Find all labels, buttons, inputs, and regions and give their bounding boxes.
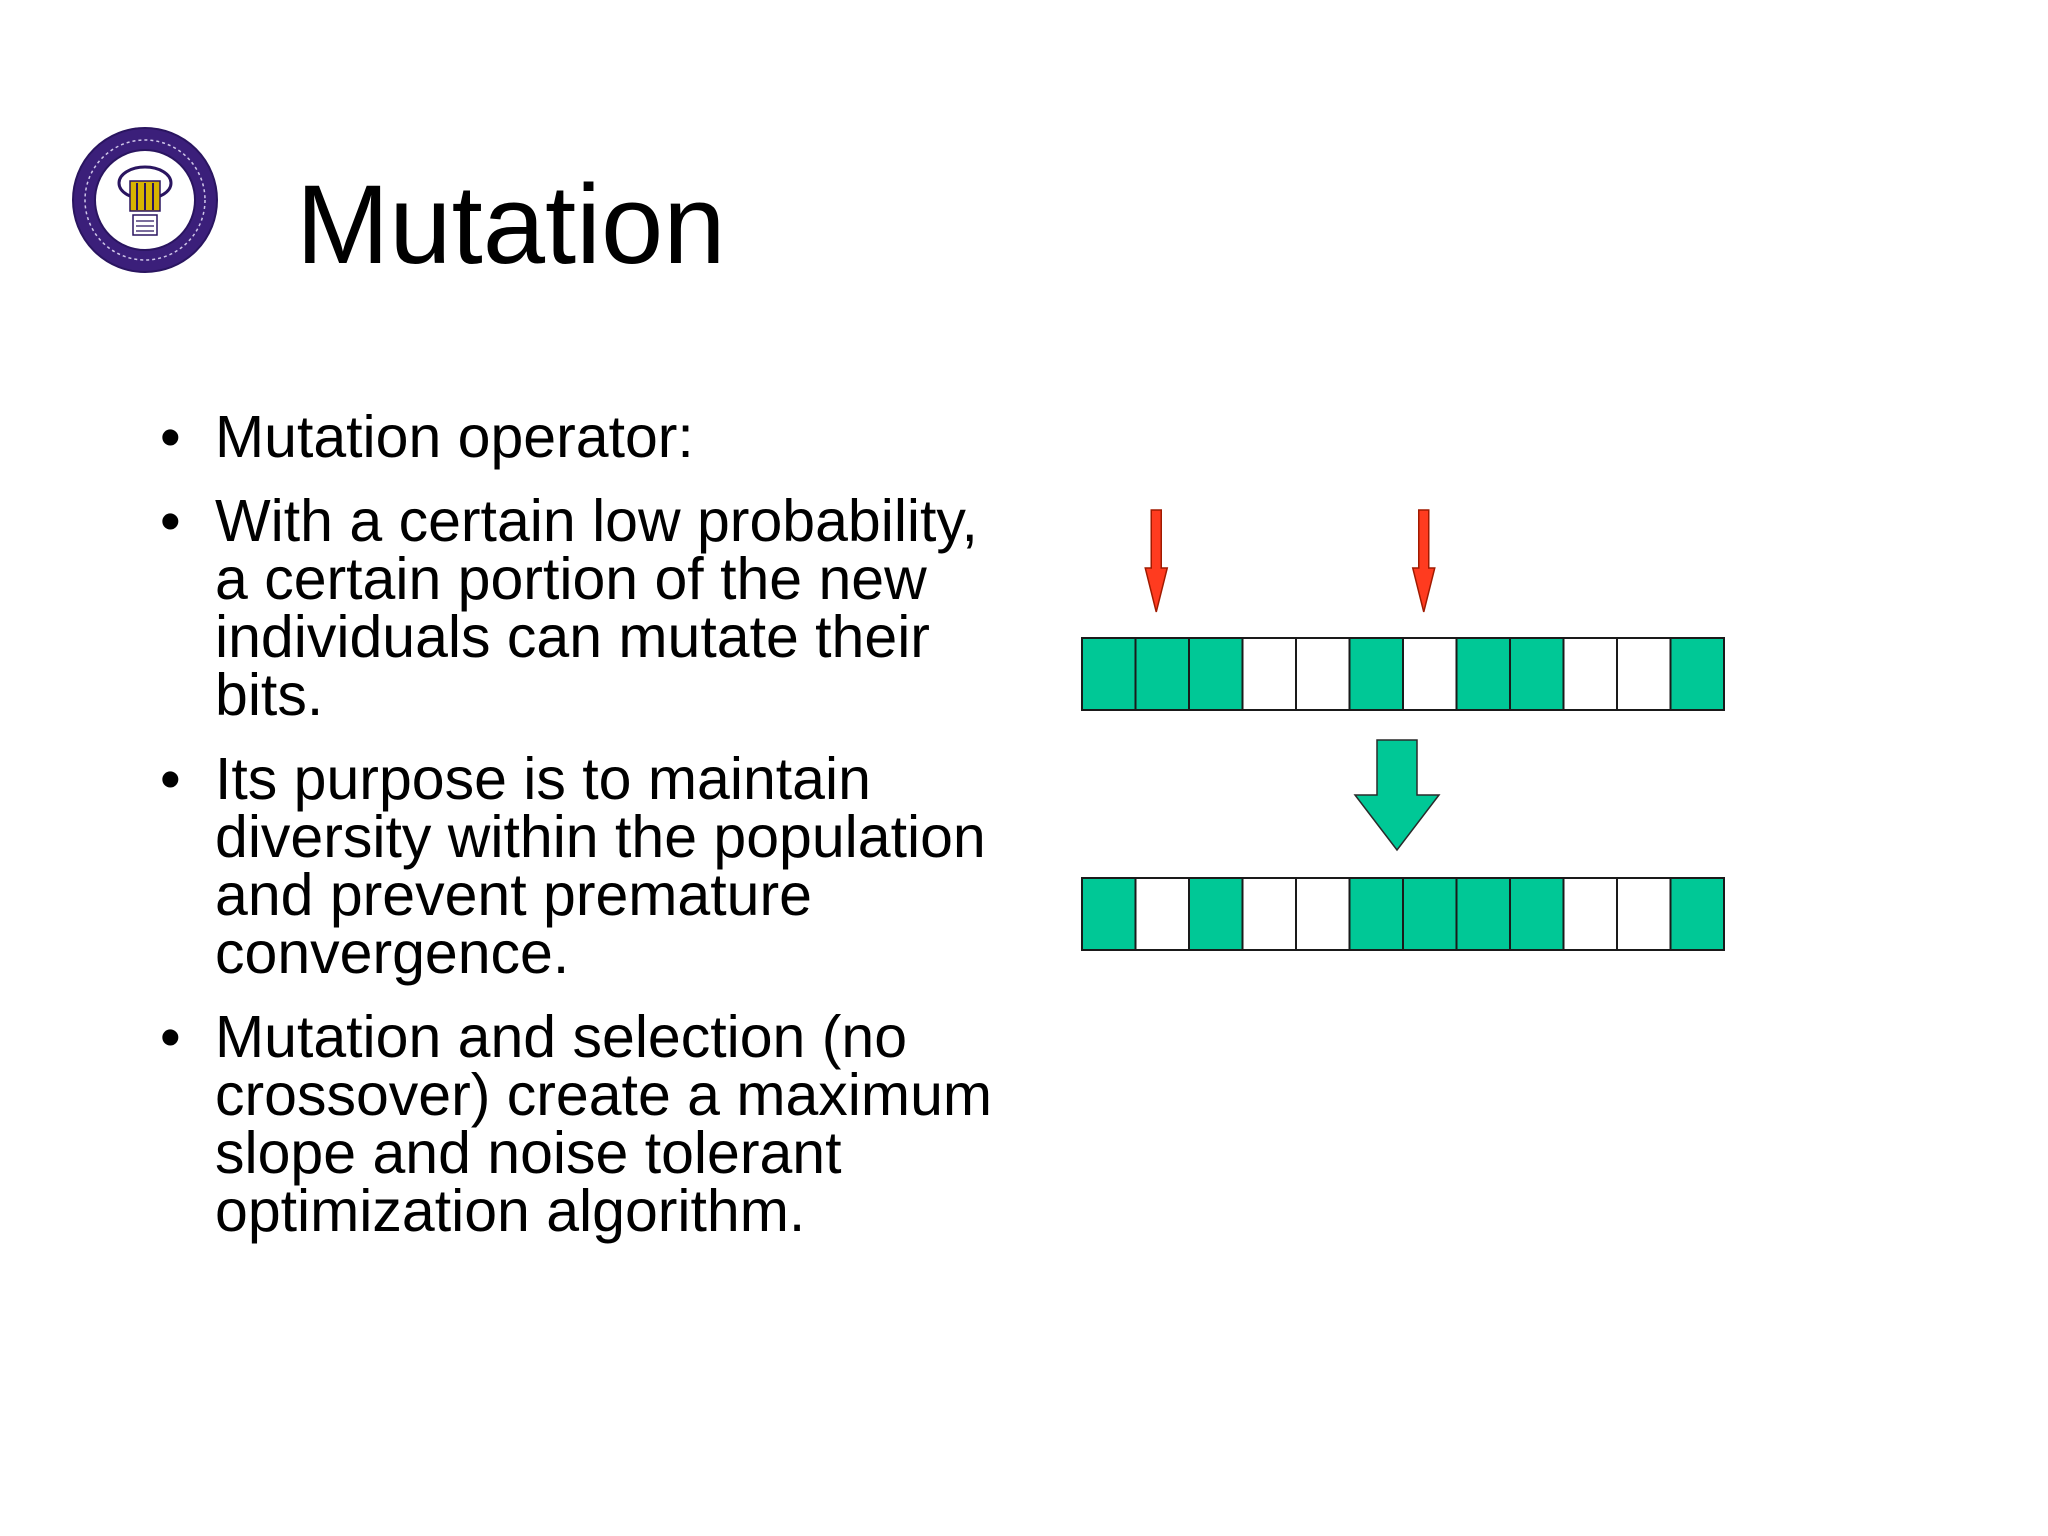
before-row-bit-cell [1348,637,1404,711]
bullet-item: • Mutation operator: [160,404,1020,470]
after-row-bit-cell [1455,877,1511,951]
bullet-text: Mutation operator: [215,404,694,470]
mutation-arrow-icon [1411,509,1436,613]
before-row-bit-cell [1134,637,1190,711]
bullet-list: • Mutation operator: • With a certain lo… [160,408,1020,1266]
after-row-bit-cell [1081,877,1137,951]
after-row-bit-cell [1241,877,1297,951]
after-row-bit-cell [1616,877,1672,951]
mutation-diagram [1081,509,1725,951]
bullet-item: • Its purpose is to maintain diversity w… [160,746,1020,983]
after-row-bit-cell [1348,877,1404,951]
after-row-bit-cell [1402,877,1458,951]
after-row-bit-cell [1669,877,1725,951]
mutation-arrow-icon [1144,509,1169,613]
before-row-bit-cell [1669,637,1725,711]
before-row-bit-cell [1188,637,1244,711]
transition-down-arrow-icon [1353,739,1441,852]
before-row-bit-cell [1241,637,1297,711]
slide-title: Mutation [296,162,726,287]
bullet-dot: • [160,488,181,554]
after-row-bit-cell [1188,877,1244,951]
after-row-bit-cell [1134,877,1190,951]
before-row-bit-cell [1402,637,1458,711]
bullet-text: With a certain low probability, a certai… [215,488,978,728]
bullet-dot: • [160,1004,181,1070]
before-row-bit-cell [1295,637,1351,711]
before-row-bit-cell [1509,637,1565,711]
bullet-item: • Mutation and selection (no crossover) … [160,1004,1020,1241]
before-row-bit-cell [1081,637,1137,711]
after-row-bit-cell [1562,877,1618,951]
university-seal-logo [72,127,218,273]
before-row-bit-cell [1562,637,1618,711]
bullet-text: Mutation and selection (no crossover) cr… [215,1004,993,1244]
bullet-dot: • [160,404,181,470]
before-row-bit-cell [1455,637,1511,711]
after-row-bit-cell [1295,877,1351,951]
bullet-item: • With a certain low probability, a cert… [160,488,1020,725]
bullet-dot: • [160,746,181,812]
bullet-text: Its purpose is to maintain diversity wit… [215,746,986,986]
before-row-bit-cell [1616,637,1672,711]
after-row-bit-cell [1509,877,1565,951]
